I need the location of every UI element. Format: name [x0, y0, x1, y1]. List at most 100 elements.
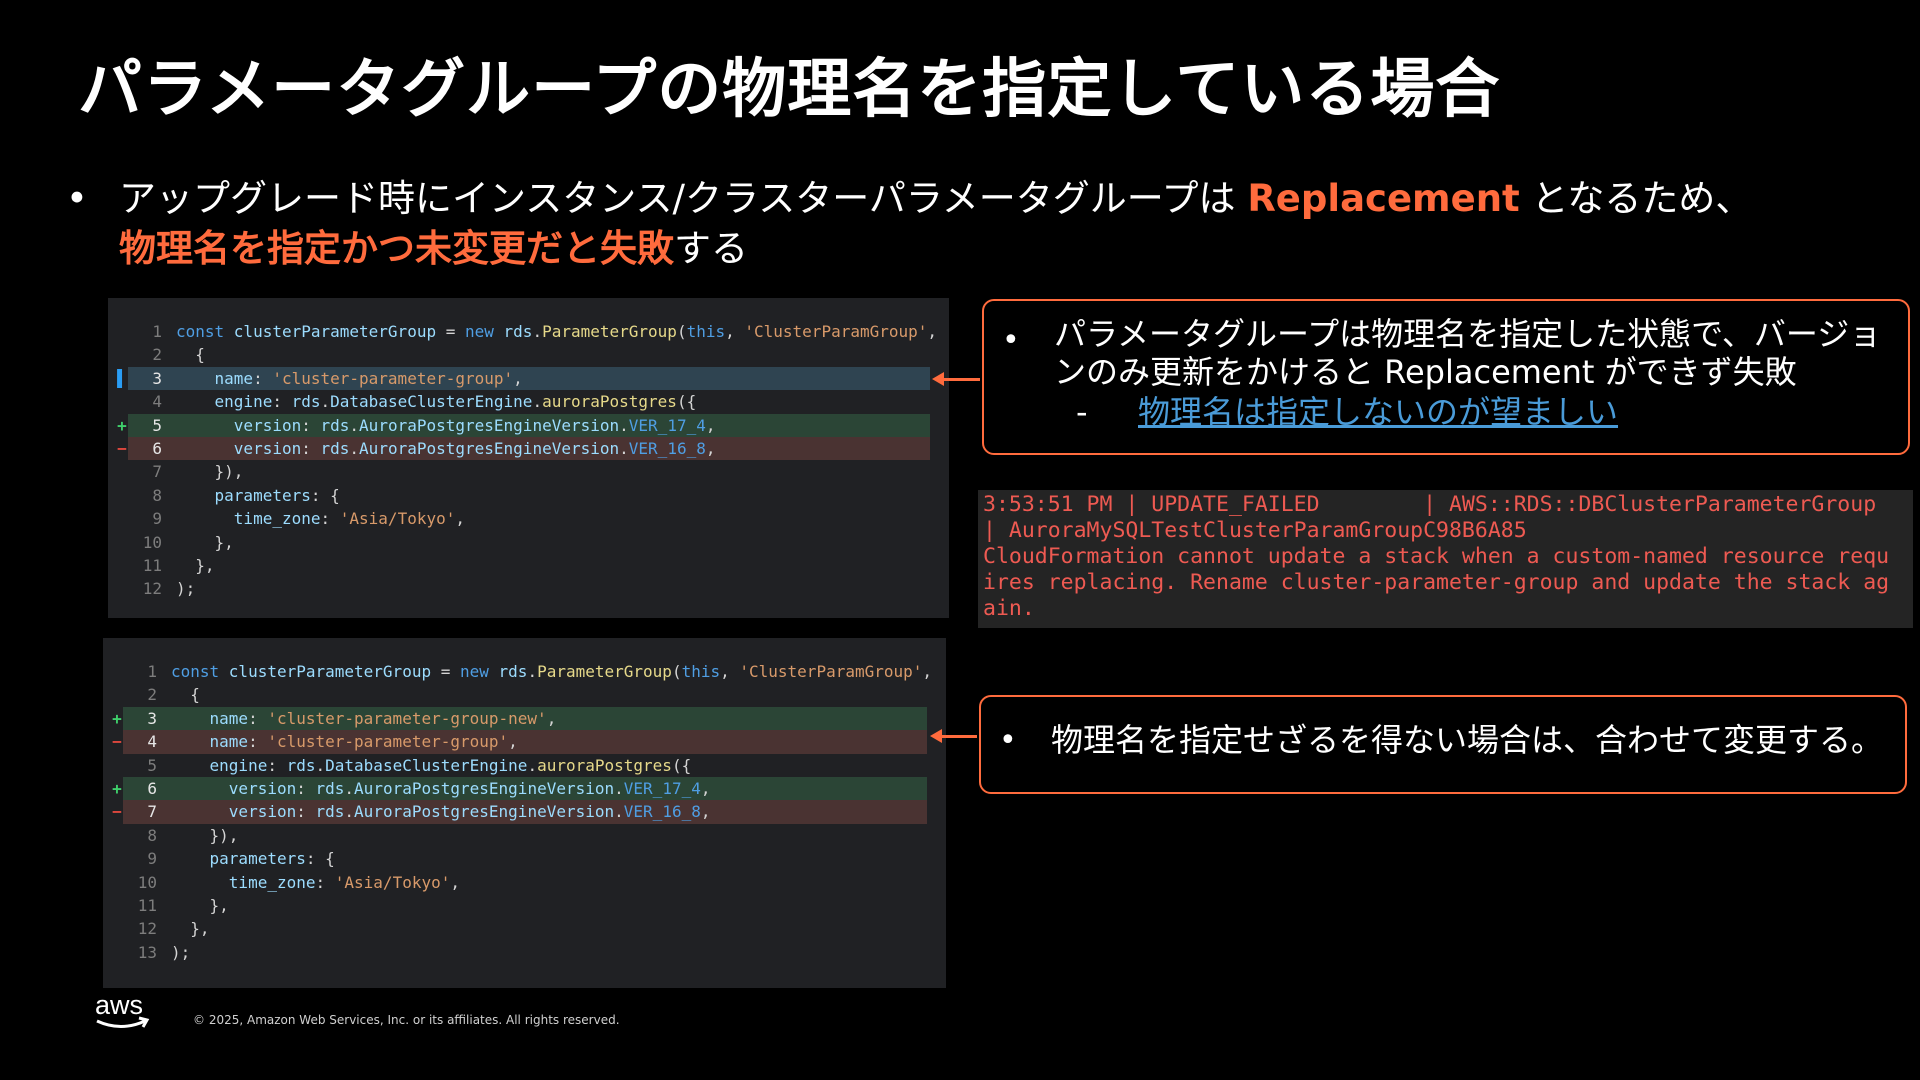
line-number: 6 [147, 778, 157, 798]
callout-subitem: - 物理名は指定しないのが望ましい [1076, 393, 1618, 431]
error-lines: 3:53:51 PM | UPDATE_FAILED | AWS::RDS::D… [983, 492, 1909, 622]
replacement-highlight: Replacement [1247, 177, 1520, 220]
code-line: 8 }), [103, 824, 946, 847]
code-line: 2 { [103, 683, 946, 706]
aws-logo-text: aws [95, 990, 143, 1020]
callout-rename-advice: • 物理名を指定せざるを得ない場合は、合わせて変更する。 [979, 695, 1907, 794]
code-line: ▌3 name: 'cluster-parameter-group', [108, 366, 949, 391]
line-number: 5 [147, 755, 157, 775]
callout-text: 物理名を指定せざるを得ない場合は、合わせて変更する。 [1051, 721, 1884, 759]
diff-marker: − [112, 732, 122, 752]
error-line: ires replacing. Rename cluster-parameter… [983, 570, 1890, 595]
callout-replacement-failure: • パラメータグループは物理名を指定した状態で、バージョンのみ更新をかけると R… [982, 299, 1910, 455]
main-bullet-part2: となるため、 [1519, 177, 1753, 220]
code-text: ); [176, 579, 196, 599]
line-number: 10 [137, 872, 157, 892]
callout-text: パラメータグループは物理名を指定した状態で、バージョンのみ更新をかけると Rep… [1054, 315, 1882, 391]
code-text: version: rds.AuroraPostgresEngineVersion… [228, 778, 711, 798]
diff-highlight [123, 706, 927, 731]
error-line: | AuroraMySQLTestClusterParamGroupC98B6A… [983, 518, 1527, 543]
diff-highlight [128, 366, 930, 391]
code-text: name: 'cluster-parameter-group', [209, 732, 518, 752]
recommendation-link[interactable]: 物理名は指定しないのが望ましい [1138, 393, 1619, 431]
sub-dash: - [1076, 393, 1088, 431]
code-text: version: rds.AuroraPostgresEngineVersion… [228, 802, 711, 822]
code-text: }, [171, 919, 210, 939]
cloudformation-error-log: 3:53:51 PM | UPDATE_FAILED | AWS::RDS::D… [978, 490, 1913, 628]
line-number: 2 [147, 685, 157, 705]
code-lines: 1 const clusterParameterGroup = new rds.P… [108, 320, 949, 601]
bullet-dot: • [1002, 323, 1020, 358]
code-text: time_zone: 'Asia/Tokyo', [233, 509, 465, 529]
diff-highlight [123, 776, 927, 801]
main-bullet: • アップグレード時にインスタンス/クラスターパラメータグループは Replac… [66, 174, 1866, 274]
code-text: { [171, 685, 200, 705]
line-number: 8 [147, 825, 157, 845]
diff-highlight [123, 800, 927, 824]
line-number: 7 [147, 802, 157, 822]
copyright-text: © 2025, Amazon Web Services, Inc. or its… [193, 1013, 620, 1027]
diff-marker: + [112, 778, 122, 798]
code-text: { [176, 345, 205, 365]
code-line: 12 }, [103, 917, 946, 940]
line-number: 1 [147, 662, 157, 681]
code-line: − 7 version: rds.AuroraPostgresEngineVers… [103, 800, 946, 824]
line-number: 9 [152, 509, 162, 529]
bullet-dot: • [999, 723, 1017, 758]
code-line: 5 engine: rds.DatabaseClusterEngine.auro… [103, 754, 946, 777]
error-line: ain. [983, 596, 1035, 621]
bullet-dot: • [66, 177, 88, 220]
code-line: 4 engine: rds.DatabaseClusterEngine.auro… [108, 390, 949, 413]
main-bullet-part1: アップグレード時にインスタンス/クラスターパラメータグループは [119, 177, 1248, 220]
line-number: 12 [142, 579, 162, 599]
main-bullet-text: アップグレード時にインスタンス/クラスターパラメータグループは Replacem… [119, 174, 1866, 274]
code-text: }, [171, 895, 229, 915]
code-text: const clusterParameterGroup = new rds.Pa… [171, 662, 933, 681]
error-line: CloudFormation cannot update a stack whe… [983, 544, 1890, 569]
code-text: name: 'cluster-parameter-group', [214, 368, 523, 388]
code-line: 11 }, [108, 554, 949, 577]
code-text: }), [171, 825, 239, 845]
line-number: 11 [137, 895, 157, 915]
error-line: 3:53:51 PM | UPDATE_FAILED | AWS::RDS::D… [983, 492, 1877, 517]
code-line: 2 { [108, 343, 949, 366]
code-text: }, [176, 555, 215, 575]
slide-title: パラメータグループの物理名を指定している場合 [78, 53, 1501, 127]
code-text: ); [171, 942, 191, 962]
diff-highlight [128, 413, 930, 437]
code-text: time_zone: 'Asia/Tokyo', [228, 872, 460, 892]
code-text: version: rds.AuroraPostgresEngineVersion… [233, 415, 716, 435]
code-line: −6 version: rds.AuroraPostgresEngineVers… [108, 436, 949, 461]
code-diff-before: 1 const clusterParameterGroup = new rds.P… [108, 298, 949, 618]
failure-condition-highlight: 物理名を指定かつ未変更だと失敗 [119, 227, 674, 270]
code-text: engine: rds.DatabaseClusterEngine.aurora… [209, 755, 692, 775]
aws-logo-icon: aws [95, 990, 150, 1028]
line-number: 1 [152, 322, 162, 341]
code-line: 1 const clusterParameterGroup = new rds.P… [103, 660, 946, 683]
code-line: +5 version: rds.AuroraPostgresEngineVers… [108, 413, 949, 437]
code-text: version: rds.AuroraPostgresEngineVersion… [233, 438, 716, 458]
code-lines: 1 const clusterParameterGroup = new rds.P… [103, 660, 946, 964]
code-text: engine: rds.DatabaseClusterEngine.aurora… [214, 392, 697, 412]
line-number: 4 [152, 392, 162, 412]
code-text: parameters: { [209, 849, 335, 869]
line-number: 3 [147, 708, 157, 728]
code-line: 10 }, [108, 531, 949, 554]
line-number: 2 [152, 345, 162, 365]
diff-marker: + [112, 708, 122, 728]
line-number: 13 [137, 942, 157, 962]
code-line: 10 time_zone: 'Asia/Tokyo', [103, 871, 946, 894]
code-line: 13); [103, 941, 946, 964]
arrow-left-icon [930, 729, 977, 743]
line-number: 6 [152, 438, 162, 458]
code-line: 9 time_zone: 'Asia/Tokyo', [108, 507, 949, 530]
diff-highlight [128, 436, 930, 461]
line-number: 12 [137, 919, 157, 939]
diff-marker: + [117, 415, 127, 435]
code-text: const clusterParameterGroup = new rds.Pa… [176, 322, 938, 341]
diff-marker: − [112, 802, 122, 822]
diff-highlight [123, 730, 927, 754]
line-number: 10 [142, 532, 162, 552]
diff-marker: ▌ [117, 368, 127, 388]
code-line: −4 name: 'cluster-parameter-group', [103, 730, 946, 754]
